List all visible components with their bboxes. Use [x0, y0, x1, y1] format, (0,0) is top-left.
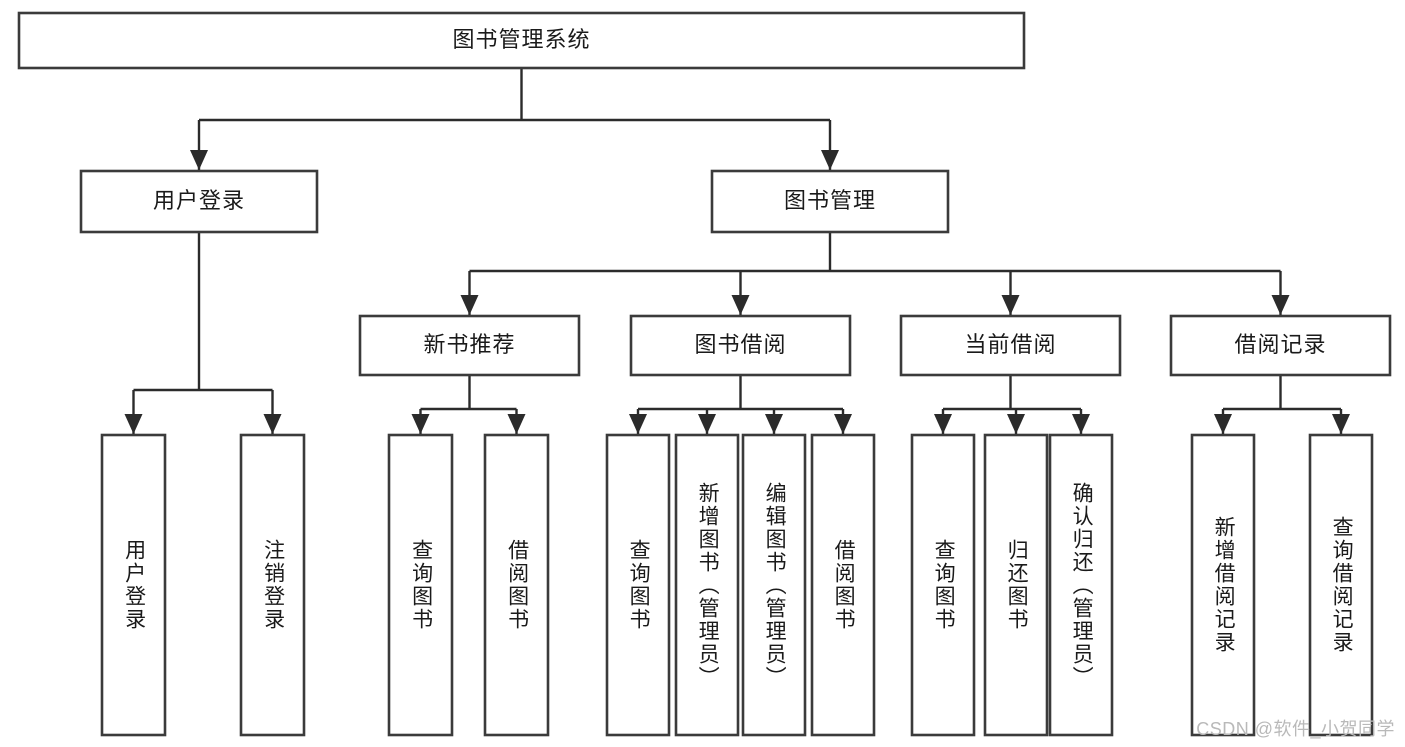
arrow-head-icon — [1001, 295, 1020, 315]
arrow-head-icon — [1214, 414, 1232, 434]
arrow-head-icon — [1332, 414, 1350, 434]
arrow-head-icon — [765, 414, 783, 434]
arrow-head-icon — [731, 295, 750, 315]
node-box-book-borrow[interactable] — [629, 314, 852, 377]
arrow-head-icon — [460, 295, 479, 315]
node-box-leaf-query-book-recommend[interactable] — [387, 433, 454, 737]
arrow-head-icon — [1072, 414, 1090, 434]
node-box-leaf-edit-book-admin[interactable] — [741, 433, 807, 737]
node-box-leaf-borrow-book-recommend[interactable] — [483, 433, 550, 737]
node-boxes — [17, 11, 1392, 737]
node-box-current-borrow[interactable] — [899, 314, 1122, 377]
watermark-text: CSDN @软件_小贺同学 — [1196, 719, 1395, 739]
node-box-borrow-record[interactable] — [1169, 314, 1392, 377]
arrow-head-icon — [263, 414, 282, 434]
arrow-head-icon — [821, 150, 839, 170]
node-box-user-login[interactable] — [79, 169, 319, 234]
node-box-leaf-add-borrow-record[interactable] — [1190, 433, 1256, 737]
arrow-head-icon — [507, 414, 526, 434]
node-box-leaf-user-login[interactable] — [100, 433, 167, 737]
arrow-head-icon — [834, 414, 852, 434]
connector-lines — [124, 68, 1350, 434]
arrow-head-icon — [934, 414, 952, 434]
arrow-head-icon — [411, 414, 430, 434]
arrow-head-icon — [1271, 295, 1290, 315]
node-box-leaf-query-book-current[interactable] — [910, 433, 976, 737]
node-box-leaf-logout-login[interactable] — [239, 433, 306, 737]
node-box-book-management[interactable] — [710, 169, 950, 234]
node-box-leaf-borrow-book[interactable] — [810, 433, 876, 737]
arrow-head-icon — [124, 414, 143, 434]
arrow-head-icon — [1007, 414, 1025, 434]
node-box-leaf-confirm-return-admin[interactable] — [1048, 433, 1114, 737]
arrow-head-icon — [190, 150, 208, 170]
node-box-leaf-query-borrow-record[interactable] — [1308, 433, 1374, 737]
node-box-new-book-recommend[interactable] — [358, 314, 581, 377]
arrow-head-icon — [698, 414, 716, 434]
arrow-head-icon — [629, 414, 647, 434]
node-box-leaf-query-book-borrow[interactable] — [605, 433, 671, 737]
node-box-root[interactable] — [17, 11, 1026, 70]
node-box-leaf-add-book-admin[interactable] — [674, 433, 740, 737]
node-box-leaf-return-book[interactable] — [983, 433, 1049, 737]
